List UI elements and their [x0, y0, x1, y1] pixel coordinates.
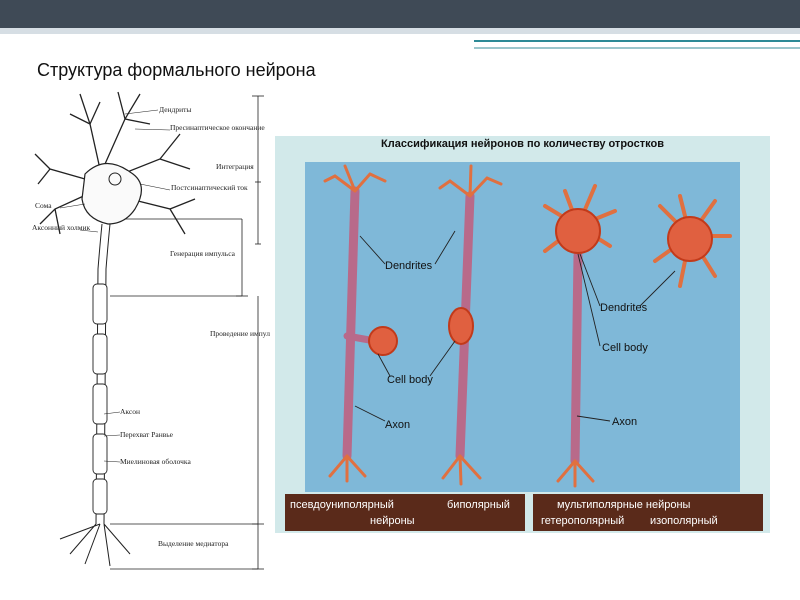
illustration-label-axon-2: Axon: [612, 416, 638, 428]
accent-line-2: [474, 47, 800, 49]
label-integration: Интеграция: [216, 162, 254, 171]
illustration-label-axon-1: Axon: [385, 419, 411, 431]
slide-title: Структура формального нейрона: [37, 60, 316, 80]
caption-multipolar: мультиполярные нейроны: [557, 499, 691, 511]
label-impulse-conduction: Проведение импульса: [210, 329, 270, 338]
caption-isopolar: изополярный: [650, 515, 718, 527]
caption-bar-right: [533, 494, 763, 531]
pseudounipolar-cell-body: [368, 326, 398, 356]
label-dendrites: Дендриты: [159, 105, 191, 114]
illustration-label-dendrites-1: Dendrites: [385, 260, 433, 272]
neuron-classification-panel: Классификация нейронов по количеству отр…: [275, 136, 770, 533]
label-postsynaptic: Постсинаптический ток: [171, 183, 248, 192]
illustration-label-cell-body-2: Cell body: [602, 342, 648, 354]
isopolar-cell-body: [667, 216, 713, 262]
label-presynaptic: Пресинаптическое окончание: [170, 123, 265, 132]
label-axon-hillock: Аксонный холмик: [32, 223, 91, 232]
caption-neurons-1: нейроны: [370, 515, 415, 527]
label-axon: Аксон: [120, 407, 140, 416]
label-mediator-release: Выделение медиатора: [158, 539, 229, 548]
label-soma: Сома: [35, 201, 52, 210]
top-bar-stripe: [0, 28, 800, 34]
illustration-background: [305, 162, 740, 492]
caption-heteropolar: гетерополярный: [541, 515, 625, 527]
label-impulse-generation: Генерация импульса: [170, 249, 236, 258]
label-myelin-sheath: Миелиновая оболочка: [120, 457, 191, 466]
accent-line-1: [474, 40, 800, 42]
heteropolar-cell-body: [555, 208, 601, 254]
illustration-label-dendrites-2: Dendrites: [600, 302, 648, 314]
neuron-structure-diagram: Дендриты Пресинаптическое окончание Инте…: [32, 91, 270, 570]
neuron-classification-diagram: [285, 162, 763, 531]
illustration-label-cell-body-1: Cell body: [387, 374, 433, 386]
caption-pseudounipolar: псевдоуниполярный: [290, 499, 394, 511]
bipolar-cell-body: [448, 307, 474, 345]
classification-title: Классификация нейронов по количеству отр…: [381, 138, 664, 150]
top-bar: [0, 0, 800, 28]
label-ranvier-node: Перехват Ранвье: [120, 430, 174, 439]
caption-bipolar: биполярный: [447, 499, 510, 511]
caption-bar-left: [285, 494, 525, 531]
